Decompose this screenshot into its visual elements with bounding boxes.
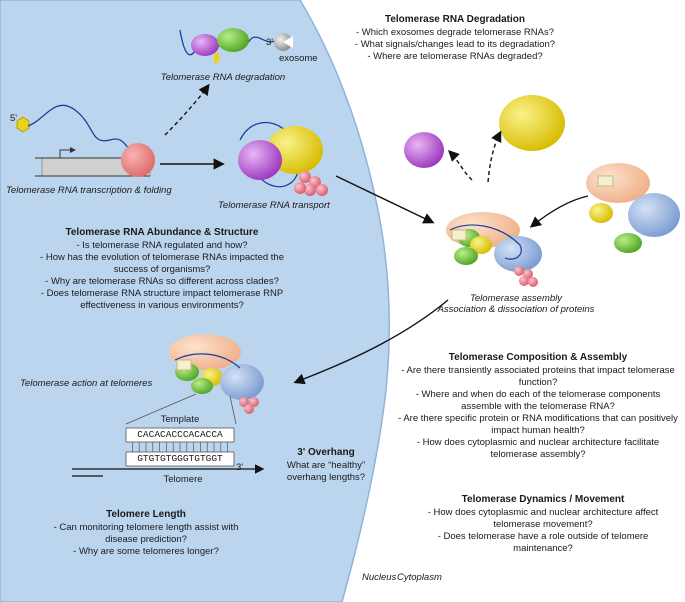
block-heading: Telomerase Composition & Assembly bbox=[448, 352, 628, 363]
question-item: - Does telomerase RNA structure impact t… bbox=[40, 288, 284, 311]
block-dynamics: Telomerase Dynamics / Movement - How doe… bbox=[418, 494, 668, 555]
block-composition: Telomerase Composition & Assembly - Are … bbox=[398, 352, 678, 461]
question-item: - Why are telomerase RNAs so different a… bbox=[45, 276, 279, 287]
free-proteins bbox=[586, 163, 680, 253]
question-item: - Which exosomes degrade telomerase RNAs… bbox=[355, 27, 554, 38]
transcription-cartoon bbox=[16, 104, 155, 177]
base-pair-rungs bbox=[132, 442, 228, 452]
question-list: - How does cytoplasmic and nuclear archi… bbox=[418, 507, 668, 555]
block-rna-degradation: Telomerase RNA Degradation - Which exoso… bbox=[330, 14, 580, 63]
block-heading: Telomerase Dynamics / Movement bbox=[461, 494, 625, 505]
question-item: - Why are some telomeres longer? bbox=[73, 546, 219, 557]
question-item: - Is telomerase RNA regulated and how? bbox=[76, 240, 248, 251]
action-caption: Telomerase action at telomeres bbox=[20, 378, 153, 389]
block-heading: Telomerase RNA Degradation bbox=[384, 14, 526, 25]
question-item: - Are there specific protein or RNA modi… bbox=[398, 413, 678, 436]
assembly-complex bbox=[446, 212, 542, 287]
question-item: - Can monitoring telomere length assist … bbox=[53, 522, 239, 545]
assembly-caption-1: Telomerase assembly bbox=[469, 293, 563, 304]
question-list: - Can monitoring telomere length assist … bbox=[46, 522, 246, 558]
three-prime-label: 3' bbox=[236, 462, 244, 473]
assembly-caption-2: Association & dissociation of proteins bbox=[437, 304, 595, 315]
transport-cartoon bbox=[238, 121, 328, 196]
arrow-incoming-proteins bbox=[529, 195, 589, 228]
block-heading: 3' Overhang bbox=[297, 447, 355, 458]
block-abundance: Telomerase RNA Abundance & Structure - I… bbox=[22, 227, 302, 312]
transport-caption: Telomerase RNA transport bbox=[218, 200, 330, 211]
three-prime-small-label: 3' bbox=[266, 37, 274, 48]
exosome-label: exosome bbox=[279, 53, 318, 64]
degradation-cartoon bbox=[179, 28, 293, 63]
template-zoom bbox=[72, 393, 265, 477]
question-list: - Which exosomes degrade telomerase RNAs… bbox=[330, 27, 580, 63]
arrow-to-telomere bbox=[293, 299, 449, 385]
question-item: - What signals/changes lead to its degra… bbox=[354, 39, 556, 50]
question-list: What are “healthy” overhang lengths? bbox=[266, 460, 386, 484]
arrow-release-yellow bbox=[487, 130, 502, 183]
template-sequence: CACACACCCACACCA bbox=[137, 429, 223, 440]
question-item: - How does cytoplasmic and nuclear archi… bbox=[416, 437, 660, 460]
question-list: - Is telomerase RNA regulated and how? -… bbox=[22, 240, 302, 312]
telomere-label: Telomere bbox=[163, 474, 203, 485]
question-item: - Does telomerase have a role outside of… bbox=[437, 531, 649, 554]
question-item: - Where are telomerase RNAs degraded? bbox=[367, 51, 543, 62]
cytoplasm-label: Cytoplasm bbox=[397, 572, 442, 583]
block-length: Telomere Length - Can monitoring telomer… bbox=[46, 509, 246, 558]
question-item: - How has the evolution of telomerase RN… bbox=[40, 252, 284, 275]
arrow-to-degradation bbox=[164, 83, 210, 136]
five-prime-label: 5' bbox=[10, 113, 18, 124]
nucleus-label: Nucleus bbox=[362, 572, 397, 583]
block-heading: Telomere Length bbox=[106, 509, 186, 520]
transcription-caption: Telomerase RNA transcription & folding bbox=[6, 185, 172, 196]
question-list: - Are there transiently associated prote… bbox=[398, 365, 678, 461]
degradation-caption: Telomerase RNA degradation bbox=[160, 72, 286, 83]
question-item: - How does cytoplasmic and nuclear archi… bbox=[427, 507, 659, 530]
telomere-complex bbox=[169, 334, 264, 414]
block-heading: Telomerase RNA Abundance & Structure bbox=[65, 227, 259, 238]
released-proteins bbox=[404, 95, 565, 168]
question-item: - Where and when do each of the telomera… bbox=[415, 389, 661, 412]
arrow-release-purple bbox=[448, 150, 473, 181]
question-item: - Are there transiently associated prote… bbox=[401, 365, 675, 388]
telomere-sequence: GTGTGTGGGTGTGGT bbox=[137, 453, 223, 464]
arrow-to-assembly bbox=[335, 175, 435, 224]
question-item: What are “healthy” overhang lengths? bbox=[286, 460, 366, 483]
block-overhang: 3' Overhang What are “healthy” overhang … bbox=[266, 447, 386, 484]
template-label: Template bbox=[160, 414, 200, 425]
